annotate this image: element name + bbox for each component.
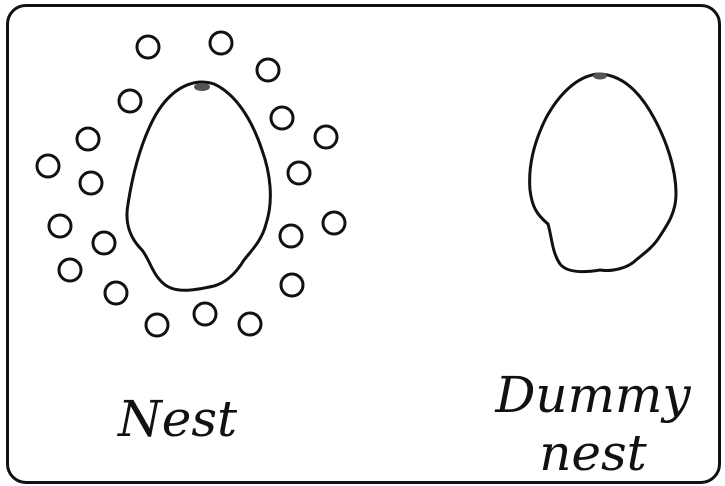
- pebble: [93, 232, 115, 254]
- pebble: [280, 225, 302, 247]
- pebble: [80, 172, 102, 194]
- pebble: [281, 274, 303, 296]
- nest-egg-spot: [194, 83, 210, 91]
- pebble: [323, 212, 345, 234]
- dummy-nest-label: Dummy nest: [488, 366, 698, 482]
- pebble: [59, 259, 81, 281]
- pebble: [288, 162, 310, 184]
- pebble: [119, 90, 141, 112]
- pebble: [271, 107, 293, 129]
- pebble: [194, 303, 216, 325]
- pebble: [146, 314, 168, 336]
- dummy-nest-label-line2: nest: [488, 424, 698, 482]
- pebble: [105, 282, 127, 304]
- pebble: [210, 32, 232, 54]
- pebble: [239, 313, 261, 335]
- pebble: [137, 36, 159, 58]
- pebble: [49, 215, 71, 237]
- dummy-nest-outline: [530, 74, 676, 272]
- pebble: [257, 59, 279, 81]
- nest-label: Nest: [118, 394, 237, 444]
- dummy-nest-label-line1: Dummy: [488, 366, 698, 424]
- nest-outline: [127, 82, 270, 290]
- pebble: [37, 155, 59, 177]
- dummy-nest-egg-spot: [593, 73, 607, 80]
- pebble: [77, 128, 99, 150]
- pebble: [315, 126, 337, 148]
